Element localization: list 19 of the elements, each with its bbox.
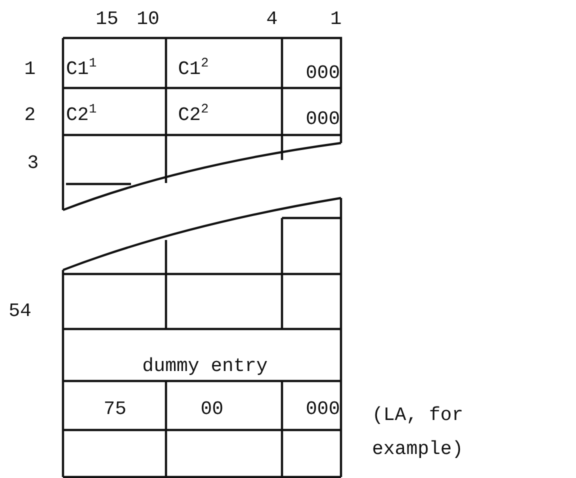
column-number: 4 (266, 8, 278, 30)
row-number: 1 (24, 58, 36, 80)
cell-text: C2$^{2}$ (178, 104, 209, 126)
row-number: 3 (27, 152, 39, 174)
cell-text: C1$^{2}$ (178, 58, 209, 80)
cell-text: C1$^{1}$ (66, 58, 97, 80)
column-number: 10 (136, 8, 160, 30)
row-number: 2 (24, 104, 36, 126)
cell-text: C2$^{1}$ (66, 104, 97, 126)
column-number: 15 (96, 8, 118, 30)
row-number: 54 (8, 300, 32, 322)
cell-text: 000 (306, 398, 340, 420)
cell-text: 000 (306, 108, 340, 130)
column-number: 1 (330, 8, 342, 30)
cell-text: 000 (306, 62, 340, 84)
cell-text: dummy entry (142, 355, 268, 377)
note: (LA, for example) (372, 403, 464, 462)
cell-text: 00 (200, 398, 224, 420)
cell-text: 75 (104, 398, 126, 420)
